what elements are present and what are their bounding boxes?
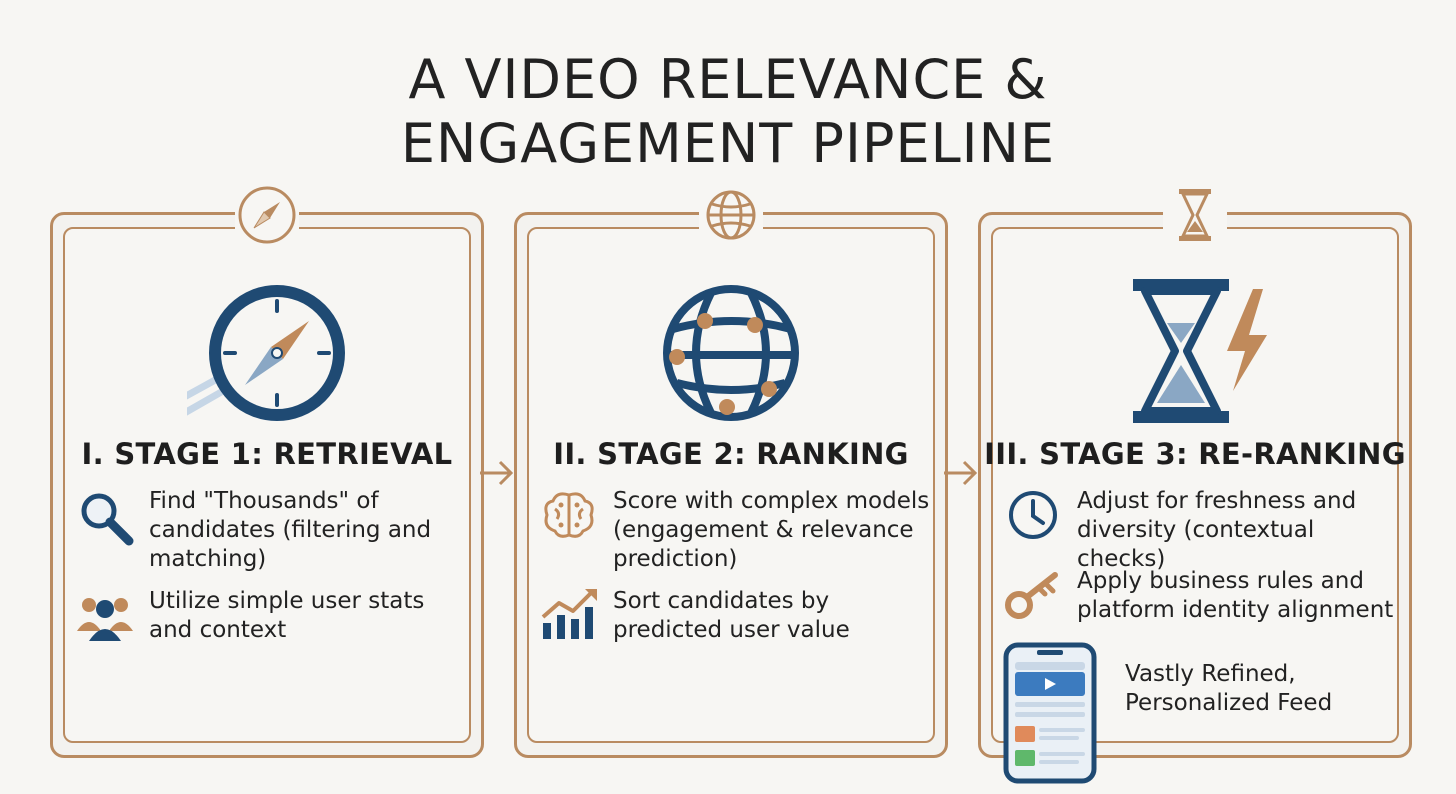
stage-3-heading: III. STAGE 3: RE-RANKING	[984, 437, 1406, 471]
stage-1-card: I. STAGE 1: RETRIEVAL Find "Thousands" o…	[50, 186, 484, 758]
stage-1-item-1-text: Find "Thousands" of candidates (filterin…	[149, 488, 432, 572]
compass-icon	[163, 273, 347, 433]
stage-2-card: II. STAGE 2: RANKING Score with complex …	[514, 187, 948, 758]
stage-3-item-1-text: Adjust for freshness and diversity (cont…	[1077, 488, 1357, 572]
page-title: A VIDEO RELEVANCE & ENGAGEMENT PIPELINE	[0, 48, 1456, 176]
list-item: Score with complex models (engagement & …	[537, 487, 935, 574]
bar-chart-trend-icon	[537, 587, 601, 651]
users-icon	[73, 587, 137, 651]
stage-1-heading: I. STAGE 1: RETRIEVAL	[81, 437, 453, 471]
list-item: Sort candidates by predicted user value	[537, 587, 935, 651]
list-item: Adjust for freshness and diversity (cont…	[1001, 487, 1399, 574]
stage-2-heading: II. STAGE 2: RANKING	[553, 437, 909, 471]
feed-output-text: Vastly Refined, Personalized Feed	[1125, 661, 1333, 716]
title-line-1: A VIDEO RELEVANCE &	[408, 48, 1048, 111]
list-item: Find "Thousands" of candidates (filterin…	[73, 487, 471, 574]
phone-feed-icon	[1003, 642, 1097, 789]
hourglass-lightning-icon	[1115, 273, 1275, 433]
arrow-stage-2-to-3	[944, 456, 978, 495]
globe-icon	[699, 187, 763, 243]
arrow-stage-1-to-2	[480, 456, 514, 495]
stage-1-item-2-text: Utilize simple user stats and context	[149, 588, 425, 643]
network-globe-icon	[651, 273, 811, 433]
clock-icon	[1001, 487, 1065, 551]
key-icon	[1001, 567, 1065, 631]
compass-icon	[235, 186, 299, 244]
stage-3-item-2-text: Apply business rules and platform identi…	[1077, 568, 1394, 623]
magnifier-icon	[73, 487, 137, 551]
stage-2-item-1-text: Score with complex models (engagement & …	[613, 488, 930, 572]
brain-icon	[537, 487, 601, 551]
title-line-2: ENGAGEMENT PIPELINE	[400, 112, 1056, 175]
hourglass-icon	[1163, 187, 1227, 243]
list-item: Utilize simple user stats and context	[73, 587, 471, 651]
stage-2-item-2-text: Sort candidates by predicted user value	[613, 588, 850, 643]
list-item: Apply business rules and platform identi…	[1001, 567, 1399, 631]
